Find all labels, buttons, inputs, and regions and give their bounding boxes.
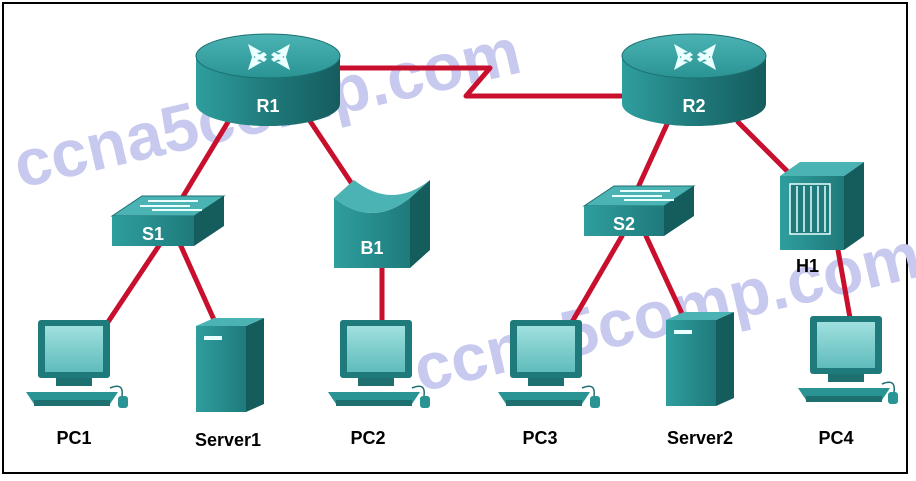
pc-pc2[interactable] [328,320,430,408]
link-s2-server2 [643,233,687,321]
link-s1-server1 [177,241,218,325]
link-r2-h1 [735,119,795,179]
router-arrows-icon [248,44,290,70]
router-r1-label: R1 [256,96,279,116]
hub-h1[interactable]: H1 [780,162,864,276]
hub-ports-icon [796,186,826,232]
switch-s1-label: S1 [142,224,164,244]
link-h1-pc4 [835,247,853,321]
pc4-label: PC4 [818,428,853,448]
switch-s2[interactable]: S2 [582,185,696,236]
pc-pc1[interactable] [26,320,128,408]
pc2-label: PC2 [350,428,385,448]
pc-pc3[interactable] [498,320,600,408]
switch-s1[interactable]: S1 [110,195,226,246]
server-server2[interactable] [666,312,734,406]
router-arrows-icon [674,44,716,70]
switch-s2-label: S2 [613,214,635,234]
server2-label: Server2 [667,428,733,448]
bridge-b1-label: B1 [360,238,383,258]
server1-label: Server1 [195,430,261,450]
hub-h1-label: H1 [796,256,819,276]
link-s1-pc1 [105,241,163,325]
router-r2[interactable]: R2 [621,33,767,126]
pc1-label: PC1 [56,428,91,448]
pc3-label: PC3 [522,428,557,448]
link-s2-pc3 [569,233,625,325]
server-server1[interactable] [196,318,264,412]
pc-pc4[interactable] [798,316,898,404]
bridge-b1[interactable]: B1 [334,180,430,268]
router-r1[interactable]: R1 [195,33,341,126]
router-r2-label: R2 [682,96,705,116]
link-r1-r2-serial [327,65,643,99]
switch-arrows-icon [612,190,674,201]
switch-arrows-icon [140,200,202,211]
